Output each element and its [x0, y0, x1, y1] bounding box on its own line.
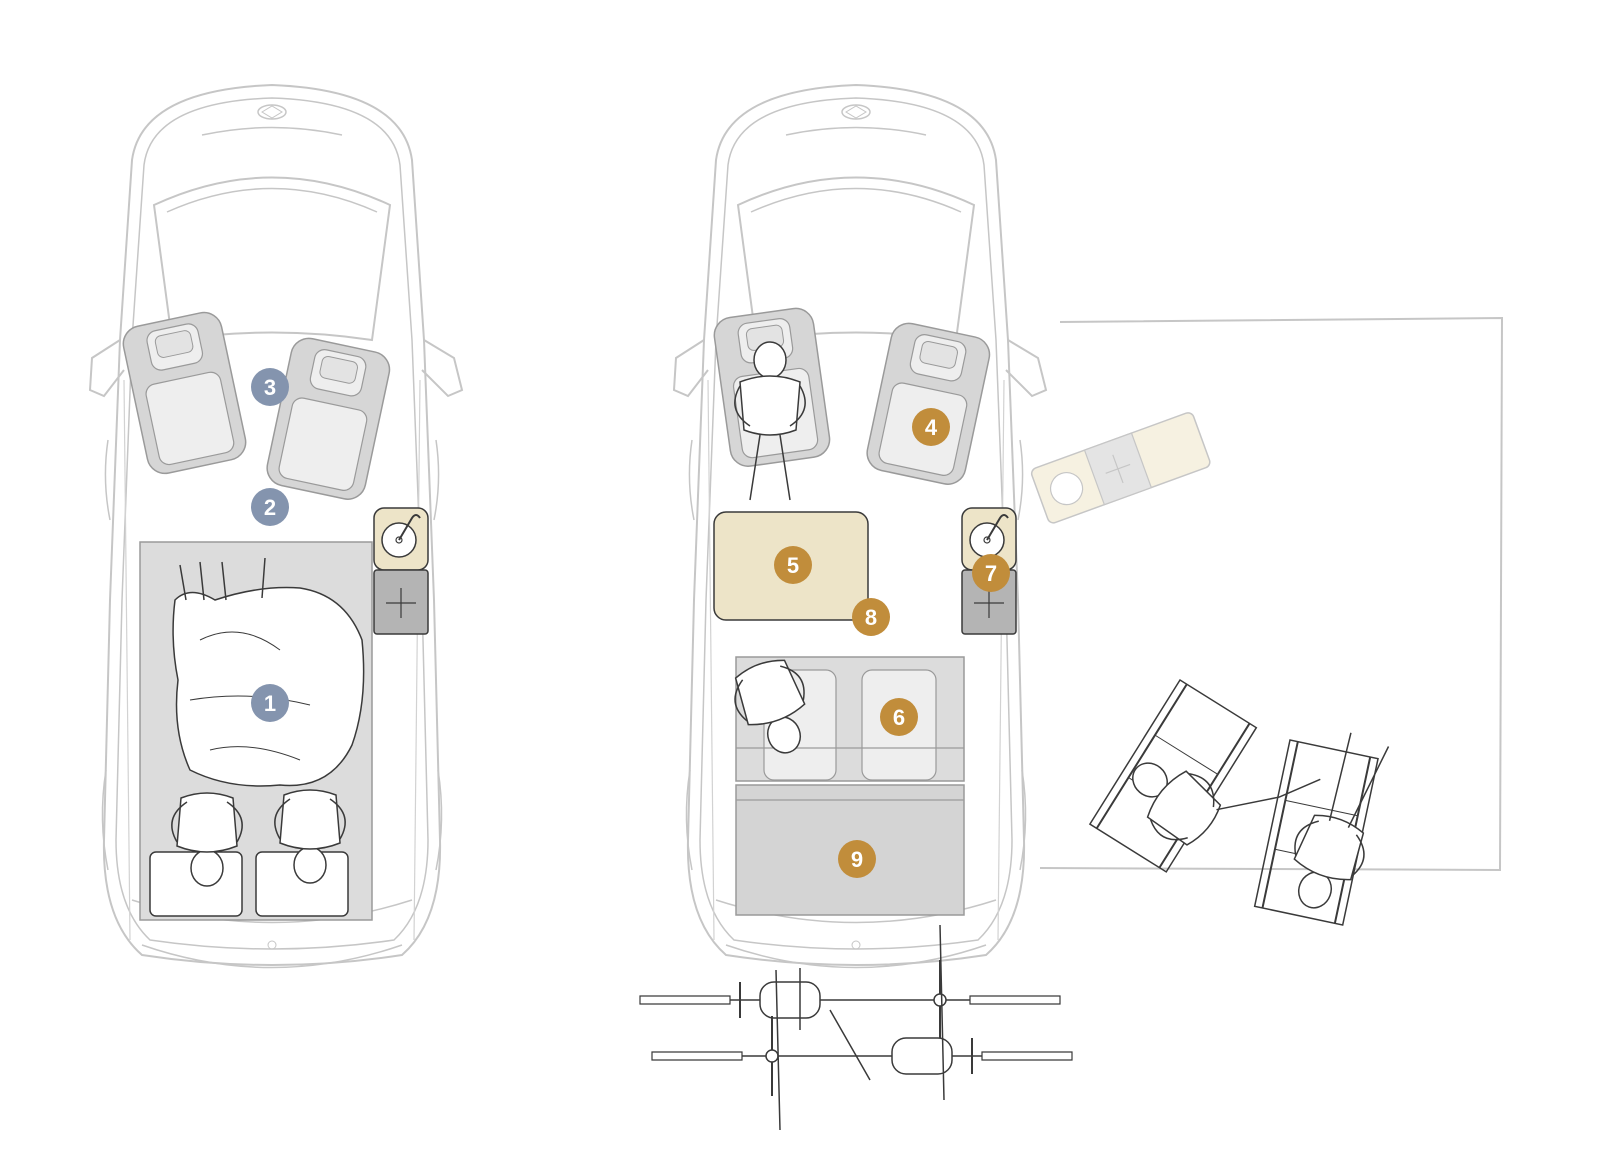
callout-6: 6	[880, 698, 918, 736]
camp-chair-icon	[1088, 679, 1258, 873]
callout-label: 5	[787, 553, 799, 578]
awning-icon	[1039, 316, 1504, 872]
passenger-seat-icon	[863, 319, 994, 489]
kitchen-module-icon	[373, 507, 429, 635]
callout-label: 3	[264, 375, 276, 400]
bicycle-icon	[639, 959, 1061, 1041]
callout-8: 8	[852, 598, 890, 636]
callout-7: 7	[972, 554, 1010, 592]
relaxing-person-icon	[1275, 732, 1390, 920]
callout-2: 2	[251, 488, 289, 526]
relaxing-person-icon	[1112, 740, 1321, 856]
callout-1: 1	[251, 684, 289, 722]
bicycle-icon	[651, 1015, 1073, 1097]
callout-5: 5	[774, 546, 812, 584]
callout-label: 6	[893, 705, 905, 730]
pull-out-kitchen-icon	[1030, 412, 1211, 524]
callout-label: 8	[865, 605, 877, 630]
callout-9: 9	[838, 840, 876, 878]
bed-icon	[139, 541, 373, 921]
standing-person-icon	[734, 341, 806, 501]
callout-label: 4	[925, 415, 938, 440]
callout-3: 3	[251, 368, 289, 406]
callout-label: 1	[264, 691, 276, 716]
callout-label: 7	[985, 561, 997, 586]
callout-label: 9	[851, 847, 863, 872]
callout-4: 4	[912, 408, 950, 446]
passenger-seat-icon	[263, 334, 394, 504]
callout-label: 2	[264, 495, 276, 520]
